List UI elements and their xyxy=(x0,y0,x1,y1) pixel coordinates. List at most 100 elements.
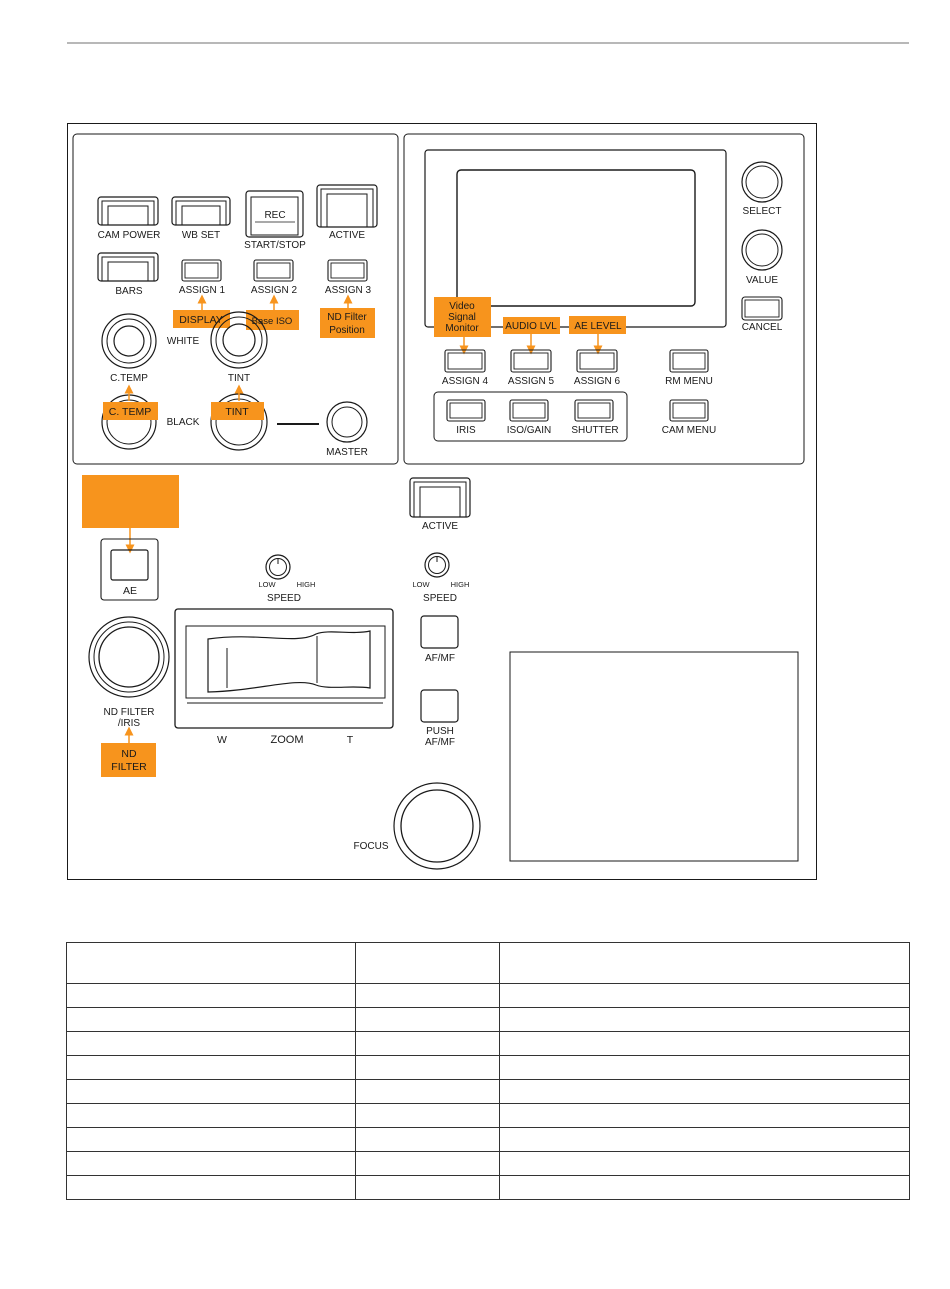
start-stop-label: START/STOP xyxy=(244,240,306,251)
assign-6-button[interactable] xyxy=(576,349,618,373)
audio-lvl-tag xyxy=(503,317,560,334)
zoom-speed-high: HIGH xyxy=(297,580,316,589)
iris-button[interactable] xyxy=(446,399,486,422)
nd-pos-line1: ND Filter xyxy=(327,312,367,323)
assign-3-label: ASSIGN 3 xyxy=(325,285,372,296)
zoom-speed-label: SPEED xyxy=(267,593,301,604)
header-rule xyxy=(67,42,909,44)
rec-label: REC xyxy=(264,210,285,221)
assign-3-button[interactable] xyxy=(327,259,368,282)
active-label: ACTIVE xyxy=(329,230,365,241)
nd-filter-iris-knob[interactable] xyxy=(88,616,170,698)
nd-tag-line2: FILTER xyxy=(111,761,147,773)
assign-2-button[interactable] xyxy=(253,259,294,282)
zoom-rocker[interactable] xyxy=(174,608,394,729)
table-row xyxy=(66,1031,910,1056)
active-lens-label: ACTIVE xyxy=(422,521,458,532)
assign-1-button[interactable] xyxy=(181,259,222,282)
tint-knob-white[interactable] xyxy=(210,311,268,369)
cancel-label: CANCEL xyxy=(742,322,783,333)
master-knob[interactable] xyxy=(326,401,368,443)
table-row xyxy=(66,1007,910,1032)
vsm-line3: Monitor xyxy=(445,323,479,334)
iris-label: IRIS xyxy=(456,425,476,436)
table-header-row xyxy=(66,942,910,984)
nd-tag-line1: ND xyxy=(121,748,137,760)
bars-button[interactable] xyxy=(97,252,159,282)
rec-start-stop-button[interactable] xyxy=(245,190,304,238)
push-af-mf-label: AF/MF xyxy=(425,737,455,748)
cam-power-button[interactable] xyxy=(97,196,159,226)
assign-4-label: ASSIGN 4 xyxy=(442,376,489,387)
ctemp-knob[interactable] xyxy=(101,313,157,369)
video-signal-monitor-tag xyxy=(434,297,491,337)
assign-1-label: ASSIGN 1 xyxy=(179,285,226,296)
select-knob[interactable] xyxy=(741,161,783,203)
focus-speed-label: SPEED xyxy=(423,593,457,604)
display-tag-text: DISPLAY xyxy=(179,314,223,326)
assign-5-button[interactable] xyxy=(510,349,552,373)
left-top-panel xyxy=(72,133,399,465)
blank-info-box xyxy=(509,651,799,862)
table-row xyxy=(66,1175,910,1200)
iris-sub-label: /IRIS xyxy=(118,718,141,729)
rm-menu-button[interactable] xyxy=(669,349,709,373)
base-iso-tag-text: Base ISO xyxy=(252,316,293,327)
af-mf-button[interactable] xyxy=(420,615,459,649)
table-row xyxy=(66,1103,910,1128)
zoom-t-label: T xyxy=(347,734,354,746)
active-button[interactable] xyxy=(316,184,378,228)
vsm-line2: Signal xyxy=(448,312,476,323)
zoom-speed-knob[interactable] xyxy=(265,554,291,580)
nd-pos-line2: Position xyxy=(329,325,365,336)
tint-tag-text: TINT xyxy=(225,406,249,418)
shutter-button[interactable] xyxy=(574,399,614,422)
c-temp-tag xyxy=(103,402,158,420)
focus-knob[interactable] xyxy=(393,782,481,870)
shutter-label: SHUTTER xyxy=(571,425,618,436)
table-row xyxy=(66,1127,910,1152)
remote-panel-diagram: CAM POWER WB SET REC START/STOP ACTIVE B… xyxy=(67,123,817,880)
af-mf-label: AF/MF xyxy=(425,653,455,664)
assign-2-label: ASSIGN 2 xyxy=(251,285,298,296)
iso-gain-button[interactable] xyxy=(509,399,549,422)
focus-label: FOCUS xyxy=(354,841,389,852)
nd-filter-tag xyxy=(101,743,156,777)
rm-menu-label: RM MENU xyxy=(665,376,713,387)
table-row xyxy=(66,1079,910,1104)
bars-label: BARS xyxy=(115,286,143,297)
ae-button[interactable] xyxy=(100,538,159,601)
focus-speed-knob[interactable] xyxy=(424,552,450,578)
ae-level-tag-text: AE LEVEL xyxy=(574,321,622,332)
audio-lvl-tag-text: AUDIO LVL xyxy=(505,321,557,332)
ctemp-label: C.TEMP xyxy=(110,373,148,384)
value-knob[interactable] xyxy=(741,229,783,271)
cam-menu-label: CAM MENU xyxy=(662,425,716,436)
wb-set-label: WB SET xyxy=(182,230,220,241)
cancel-button[interactable] xyxy=(741,296,783,321)
push-af-mf-button[interactable] xyxy=(420,689,459,723)
vsm-line1: Video xyxy=(449,301,475,312)
table-row xyxy=(66,983,910,1008)
nd-filter-label: ND FILTER xyxy=(104,707,155,718)
right-top-panel xyxy=(403,133,805,465)
white-label: WHITE xyxy=(167,336,200,347)
cam-power-label: CAM POWER xyxy=(98,230,161,241)
lcd-screen xyxy=(456,169,696,307)
outer-frame xyxy=(67,123,817,880)
exposure-button-group xyxy=(433,391,628,442)
assign-4-button[interactable] xyxy=(444,349,486,373)
ae-level-tag xyxy=(569,316,626,334)
assign-6-label: ASSIGN 6 xyxy=(574,376,621,387)
push-label: PUSH xyxy=(426,726,454,737)
cam-menu-button[interactable] xyxy=(669,399,709,422)
zoom-speed-low: LOW xyxy=(258,580,276,589)
zoom-label: ZOOM xyxy=(271,734,304,746)
ae-label: AE xyxy=(123,585,137,597)
assign-5-label: ASSIGN 5 xyxy=(508,376,555,387)
value-label: VALUE xyxy=(746,275,778,286)
wb-set-button[interactable] xyxy=(171,196,231,226)
master-label: MASTER xyxy=(326,447,368,458)
active-lens-button[interactable] xyxy=(409,477,471,518)
black-label: BLACK xyxy=(167,417,200,428)
